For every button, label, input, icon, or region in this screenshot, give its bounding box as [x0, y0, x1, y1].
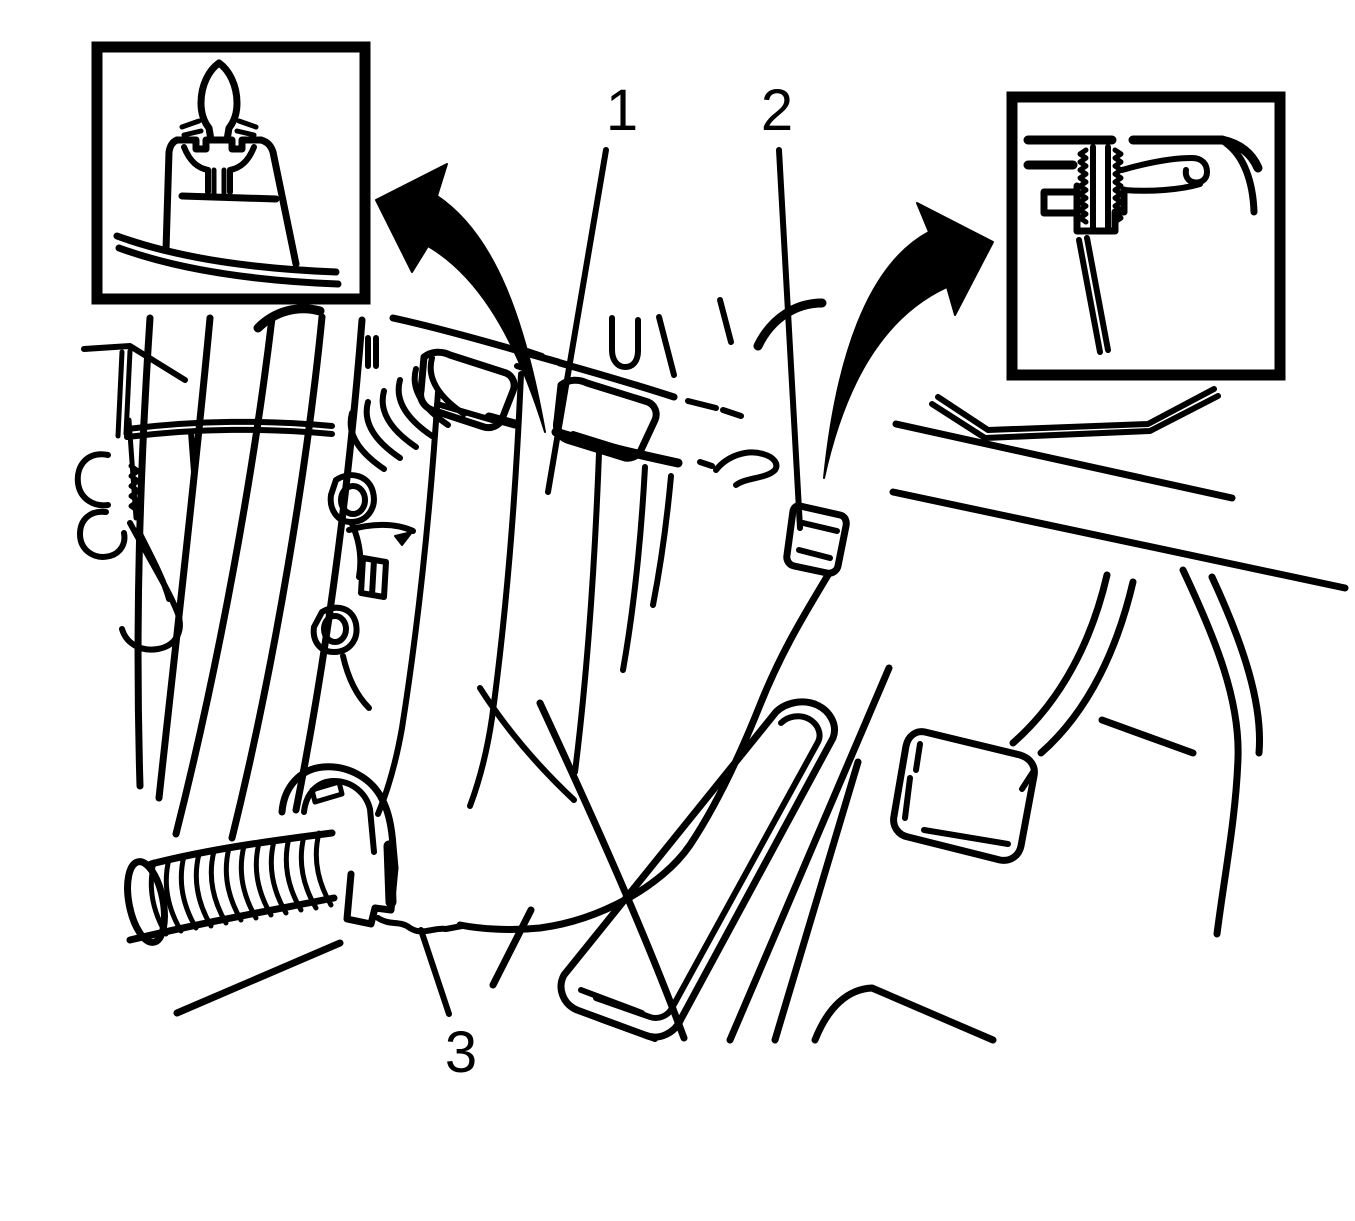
harness-clip — [278, 763, 399, 928]
boot-ribs — [347, 355, 467, 472]
bracket-lower-ring — [310, 604, 360, 655]
conduit-top-edge — [147, 829, 336, 868]
inset-1-panel-surface — [113, 232, 342, 288]
clip-pin-wings — [179, 118, 259, 138]
upper-left-bent-line — [81, 343, 188, 383]
callout-labels: 1 2 3 — [445, 78, 793, 1085]
accelerator-pedal-outline — [557, 698, 838, 1041]
callout-2-leader — [776, 147, 803, 531]
brake-pedal — [890, 571, 1137, 864]
panel-bottom-wavy-edge — [375, 915, 465, 935]
inset-arrows — [375, 163, 994, 479]
callout-1-label: 1 — [606, 78, 638, 143]
clip-base-post — [211, 167, 227, 199]
serrated-edge — [128, 463, 141, 514]
floor-diagonals-center — [726, 664, 893, 1044]
panel-side-clip — [783, 502, 850, 577]
knee-bolster-panel — [375, 297, 905, 935]
callout-3-leader — [418, 927, 452, 1017]
accelerator-pedal — [557, 698, 838, 1042]
conduit-ribs — [148, 830, 334, 937]
clip-slot — [309, 779, 345, 805]
accelerator-pedal-dashes — [578, 987, 658, 1042]
retainer-hook-arm — [1119, 155, 1210, 194]
clip-shadow-edge — [383, 840, 397, 908]
wire-harness-conduit — [124, 829, 338, 946]
panel-slot-1-bar — [484, 412, 520, 429]
clip-base-skirt — [181, 144, 257, 195]
column-bracket — [310, 472, 416, 711]
panel-top-edge-2 — [556, 359, 678, 401]
curved-arrow-to-right-inset-icon — [823, 202, 994, 479]
beam-bracket-double-line — [929, 386, 1221, 441]
bracket-arm — [346, 521, 416, 580]
panel-crease-lines — [375, 371, 674, 817]
lower-left-loop — [119, 520, 183, 653]
inset-2-right-curve — [1222, 139, 1258, 216]
callout-1-leader — [545, 147, 609, 495]
dash-beam — [889, 386, 1349, 938]
stud-core — [1090, 144, 1111, 231]
panel-right-bottom-outline — [456, 571, 832, 933]
floor-lines — [173, 664, 997, 1044]
beam-diagonal-2 — [889, 488, 1349, 592]
retainer-left-tab — [1040, 188, 1081, 217]
left-vertical-double-line — [115, 348, 146, 521]
curved-arrow-to-left-inset-icon — [375, 163, 546, 433]
brake-pedal-pad-detail — [902, 741, 1036, 847]
main-line-art — [74, 297, 1349, 1044]
bracket-tail — [340, 653, 372, 711]
panel-u-notch — [609, 315, 641, 370]
conduit-end-cap — [124, 858, 168, 946]
carpet-curve-near-pedal — [536, 699, 688, 1042]
clip-base-top — [173, 136, 265, 153]
retainer-tab-hook — [697, 449, 780, 488]
beam-short-diagonal — [1098, 716, 1197, 757]
inset-panel-clip-detail — [91, 41, 371, 305]
bracket-arm-tip — [394, 531, 413, 546]
hood-release-hooks — [74, 451, 128, 560]
steering-shaft-boot — [347, 335, 467, 472]
inset-stud-retainer-detail — [1006, 91, 1286, 381]
floor-bent-line — [811, 984, 997, 1044]
console-side-curves — [1179, 566, 1264, 938]
accelerator-pedal-inner — [593, 713, 823, 1021]
upper-structure-lines — [656, 297, 734, 378]
column-shroud-fan-curves — [134, 313, 366, 842]
brake-pedal-arm — [1009, 571, 1137, 757]
panel-edge-below-slot2 — [551, 427, 683, 468]
conduit-bottom-edge — [126, 894, 338, 944]
bracket-upper-hole — [338, 483, 368, 517]
callout-leaders — [418, 147, 803, 1017]
clip-pin-head — [197, 59, 241, 144]
floor-diagonal-left — [173, 906, 535, 1017]
boot-pin — [365, 335, 379, 369]
clip-outer-arch — [278, 763, 399, 872]
bracket-block — [358, 555, 389, 600]
clip-base-legs — [162, 136, 300, 268]
callout-2-label: 2 — [761, 78, 793, 143]
bracket-upper-ring — [327, 472, 377, 525]
column-top-band — [253, 304, 325, 333]
bracket-lower-hole — [321, 613, 349, 645]
retainer-block — [1073, 182, 1128, 235]
inset-2-lower-rod — [1076, 235, 1111, 355]
brake-pedal-pad — [890, 728, 1038, 864]
clip-base-crossbar — [178, 192, 280, 203]
beam-diagonal-1 — [892, 420, 1236, 502]
steering-column-area — [74, 304, 467, 842]
inset-2-panel-line — [1023, 135, 1227, 170]
callout-3-label: 3 — [445, 1020, 477, 1085]
panel-side-clip-detail — [796, 520, 840, 561]
